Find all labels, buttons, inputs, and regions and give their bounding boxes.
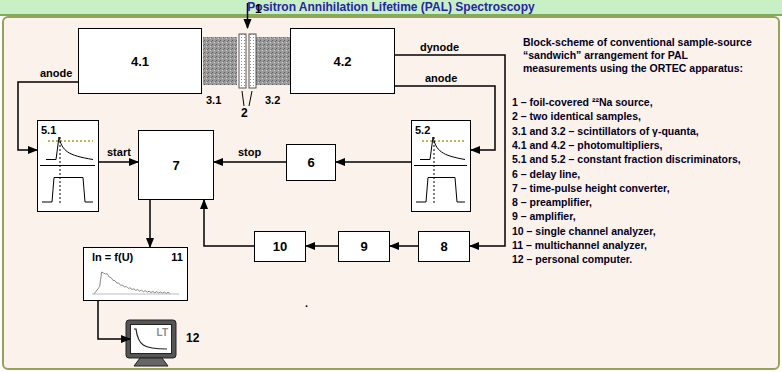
monitor-stand: [134, 358, 168, 366]
signal-label: stop: [237, 146, 262, 158]
legend-item: 7 – time-pulse height converter,: [512, 182, 670, 195]
callout-number: 2: [241, 106, 248, 121]
callout-number: 3.1: [206, 93, 221, 107]
box-label: 4.1: [131, 54, 149, 69]
signal-wire: [390, 245, 418, 247]
legend-item: 12 – personal computer.: [512, 253, 632, 266]
signal-name: dynode: [420, 40, 459, 54]
leader-line: [249, 91, 252, 106]
signal-wire: [336, 161, 411, 163]
source-arrow: [247, 3, 249, 28]
legend-item: 6 – delay line,: [512, 168, 580, 181]
box-label: 6: [307, 155, 314, 170]
legend-item: 2 – two identical samples,: [512, 110, 641, 123]
preamplifier-box: 8: [418, 231, 470, 262]
photomultiplier: 4.2: [290, 28, 395, 94]
monitor-frame: [126, 320, 176, 358]
legend-heading: Block-scheme of conventional sample-sour…: [523, 36, 763, 75]
amplifier-box: 9: [338, 231, 390, 262]
box-label: 7: [172, 158, 179, 173]
box-label: ln = f(U): [92, 251, 133, 264]
signal-wire: [99, 161, 138, 163]
box-label: LT: [157, 327, 168, 339]
legend-item: 4.1 and 4.2 – photomultipliers,: [512, 139, 663, 152]
legend-item: 5.1 and 5.2 – constant fraction discrimi…: [512, 153, 741, 166]
signal-wire: [214, 161, 286, 163]
box-label: 4.2: [333, 54, 351, 69]
signal-wire: [98, 301, 130, 339]
callout-number: 1: [255, 2, 262, 17]
signal-wire: [204, 200, 254, 246]
signal-name: anode: [40, 66, 72, 80]
legend-item: 9 – amplifier,: [512, 210, 576, 223]
box-label: 5.2: [415, 124, 430, 137]
title: Positron Annihilation Lifetime (PAL) Spe…: [0, 0, 782, 14]
discriminator-box: 5.1: [37, 120, 99, 212]
callout-number: 12: [186, 331, 199, 346]
photomultiplier: 4.1: [78, 28, 202, 94]
legend-item: 8 – preamplifier,: [512, 196, 592, 209]
scintillator: [256, 37, 290, 85]
legend-item: 11 – multichannel analyzer,: [512, 239, 647, 252]
callout-number: 3.2: [265, 93, 280, 107]
legend-item: 1 – foil-covered ²²Na source,: [512, 96, 653, 109]
box-label: 8: [440, 239, 447, 254]
sample: [249, 34, 256, 88]
legend-item: 10 – single channel analyzer,: [512, 225, 656, 238]
note: .: [305, 296, 308, 310]
legend-item: 3.1 and 3.2 – scintillators of γ-quanta,: [512, 125, 699, 138]
signal-label: start: [106, 146, 132, 158]
signal-name: anode: [425, 71, 457, 85]
analyzer-box: 10: [254, 231, 306, 262]
sample: [239, 34, 246, 88]
title-band: Positron Annihilation Lifetime (PAL) Spe…: [0, 0, 782, 16]
discriminator-box: 5.2: [411, 120, 471, 212]
monitor-screen: LT: [130, 324, 172, 354]
signal-wire: [395, 55, 505, 246]
box-label: 5.1: [41, 124, 56, 137]
converter-box: 7: [138, 130, 214, 200]
analyzer-box: ln = f(U) 11: [83, 247, 188, 301]
signal-wire: [149, 200, 151, 247]
scintillator: [203, 37, 237, 85]
box-label: 11: [171, 251, 183, 264]
signal-wire: [306, 245, 338, 247]
box-label: 9: [360, 239, 367, 254]
delay-box: 6: [286, 144, 336, 181]
box-label: 10: [273, 239, 287, 254]
leader-line: [242, 91, 244, 106]
